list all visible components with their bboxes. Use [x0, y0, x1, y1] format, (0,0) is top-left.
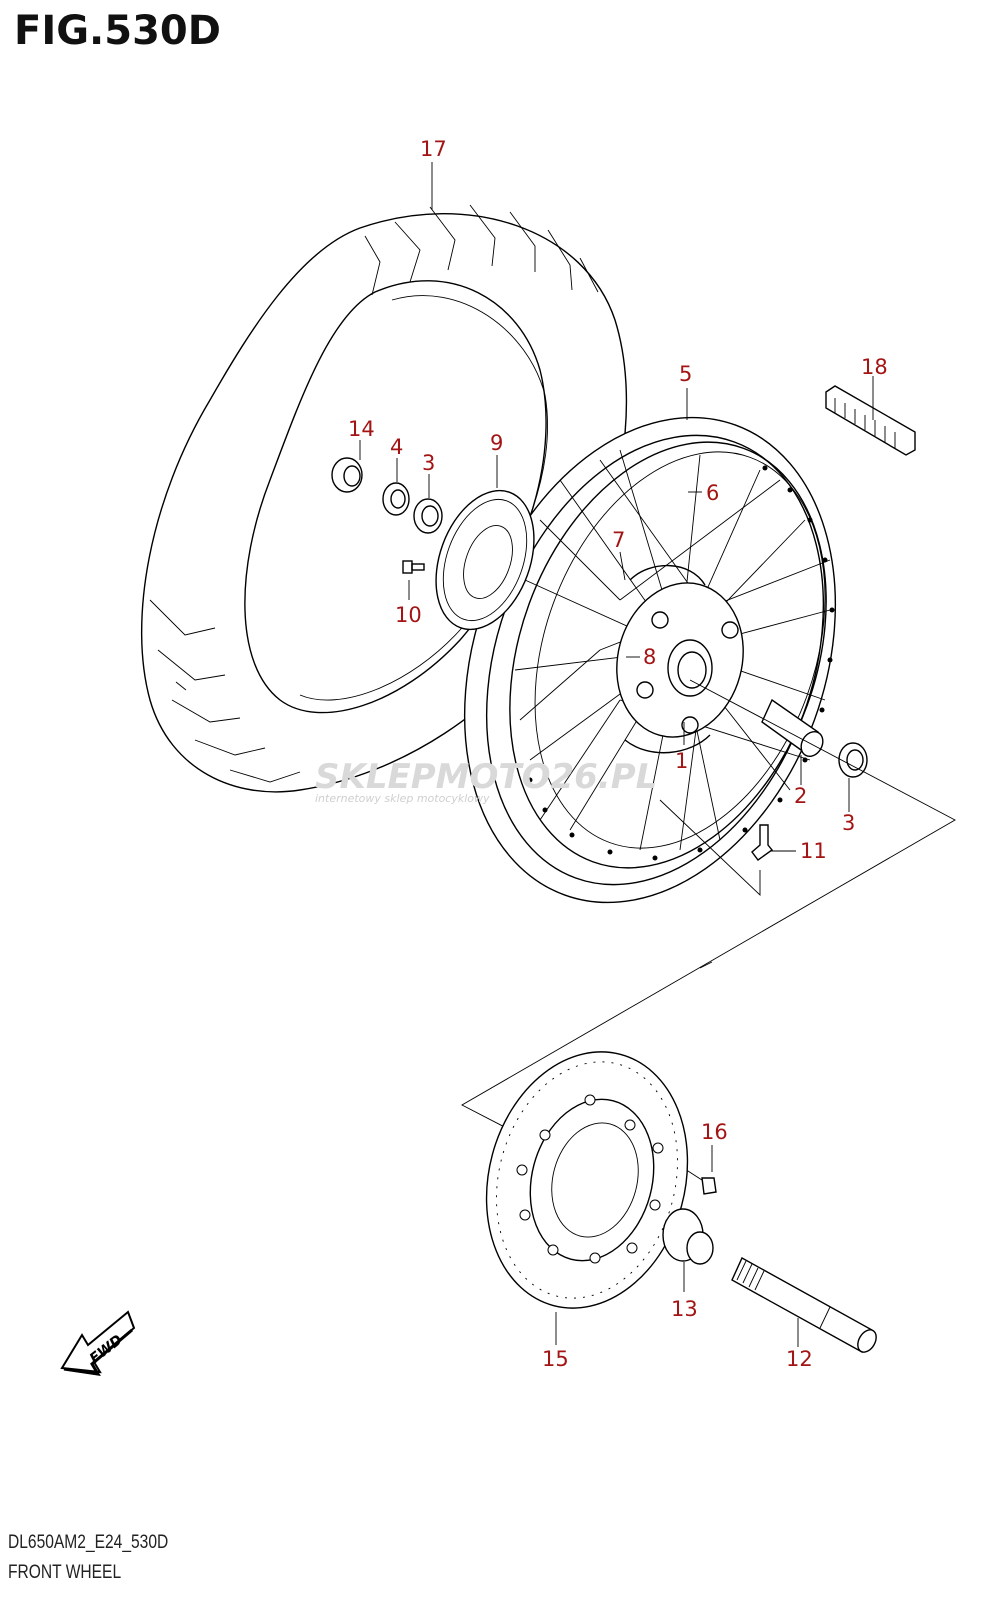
callout-18: 18 [861, 355, 888, 379]
fwd-arrow-icon: FWD [60, 1310, 136, 1376]
watermark-tagline: internetowy sklep motocyklowy [315, 792, 490, 805]
spoked-wheel-drawing [463, 416, 837, 904]
figure-title: FIG.530D [14, 8, 221, 54]
bolt-part-10 [402, 560, 425, 574]
sensor-ring-part-9 [435, 489, 535, 631]
axle-part-12 [731, 1257, 877, 1353]
watermark-brand: SKLEPMOTO26.PL [315, 757, 657, 797]
callout-11: 11 [800, 839, 827, 863]
seal-part-4 [382, 482, 410, 516]
tire-drawing [141, 204, 628, 793]
callout-13: 13 [671, 1297, 698, 1321]
callout-10: 10 [395, 603, 422, 627]
footer-code: DL650AM2_E24_530D [8, 1532, 169, 1553]
bearing-part-3b [838, 742, 868, 778]
callout-7: 7 [612, 528, 625, 552]
valve-part-11 [751, 824, 774, 861]
callout-16: 16 [701, 1120, 728, 1144]
callout-14: 14 [348, 417, 375, 441]
disc-bolt-part-16 [701, 1177, 717, 1195]
leader-7 [619, 551, 626, 581]
callout-8: 8 [643, 645, 656, 669]
spacer-part-14 [331, 457, 363, 493]
bearing-part-3a [413, 498, 443, 534]
callout-3b: 3 [842, 811, 855, 835]
callout-5: 5 [679, 362, 692, 386]
callout-6: 6 [706, 481, 719, 505]
balance-weights-part-18 [825, 385, 916, 456]
callout-9: 9 [490, 431, 503, 455]
callout-4: 4 [390, 435, 403, 459]
callout-3a: 3 [422, 451, 435, 475]
callout-12: 12 [786, 1347, 813, 1371]
callout-1: 1 [675, 749, 688, 773]
collar-part-13 [662, 1208, 714, 1265]
footer-name: FRONT WHEEL [8, 1562, 122, 1583]
callout-17: 17 [420, 137, 447, 161]
callout-15: 15 [542, 1347, 569, 1371]
callout-2: 2 [794, 784, 807, 808]
brake-disc-part-15 [485, 1051, 689, 1309]
